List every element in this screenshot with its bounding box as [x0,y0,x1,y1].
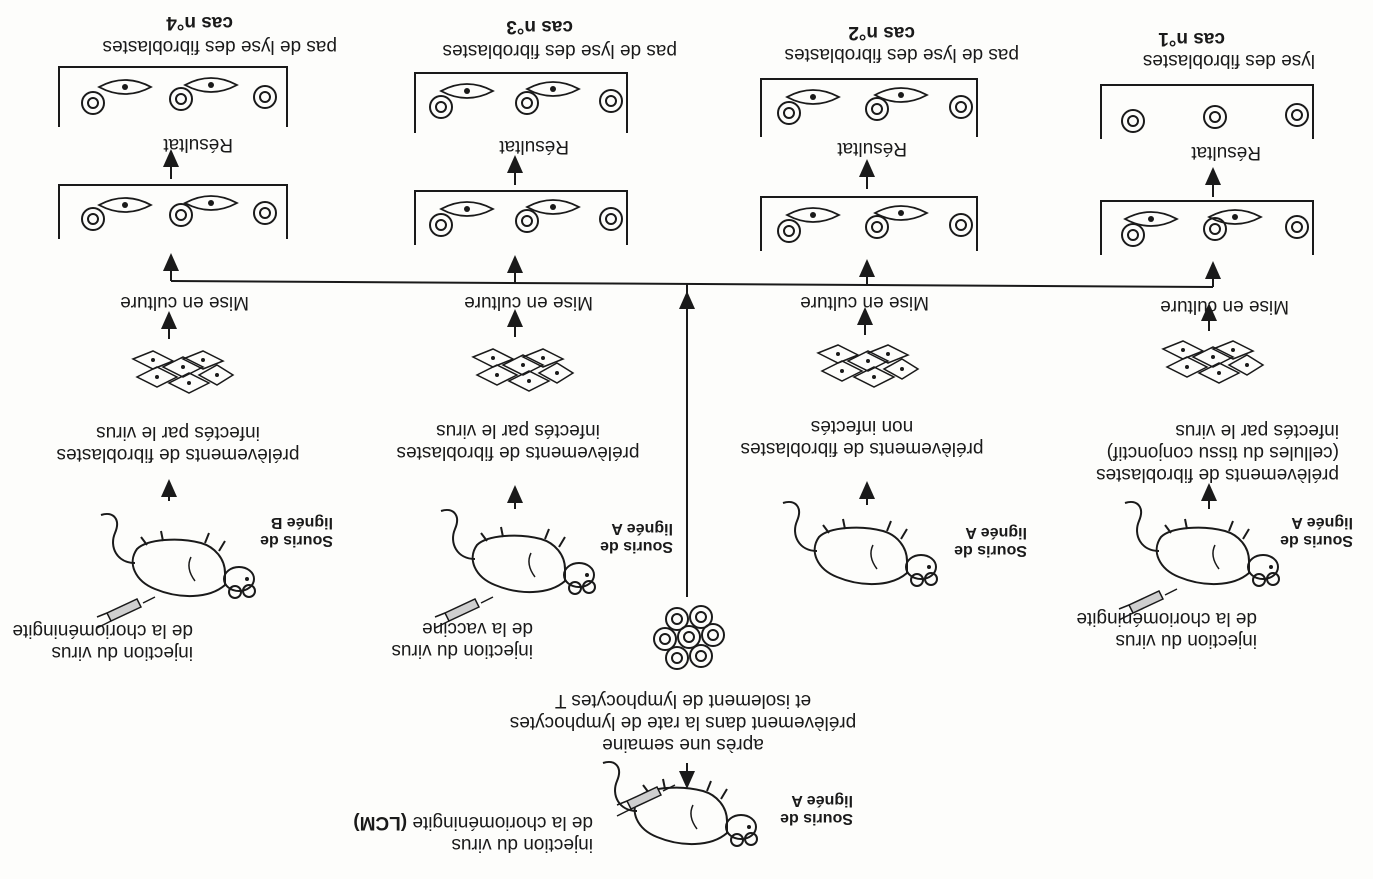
case1-mouse-1: Souris de [1280,531,1353,549]
case3-sample: prélèvements de fibroblastes infectés pa… [363,419,673,463]
case1-outcome: lyse des fibroblastes [1143,49,1315,71]
central-mouse-label: Souris de lignée A [780,791,853,827]
case4-result: Résultat [163,133,233,155]
case1-injection-2: de la chorioméningite [1076,607,1257,629]
central-mouse-label-1: Souris de [780,809,853,827]
case4-injection: injection du virus de la chorioméningite [12,619,193,663]
case3-sample-2: infectés par le virus [363,419,673,441]
case2-culture: Mise en culture [800,291,929,313]
case1-mouse-2: lignée A [1280,513,1353,531]
case4-injection-2: de la chorioméningite [12,619,193,641]
central-after-week: après une semaine [473,733,893,755]
central-injection-lcm: (LCM) [353,812,407,833]
case4-outcome: pas de lyse des fibroblastes [103,35,337,57]
central-injection-text: injection du virus de la chorioméningite… [353,811,593,855]
case3-culture: Mise en culture [464,291,593,313]
case2-title: cas n°2 [848,21,915,43]
case1-sample-3: infectés par le virus [1096,419,1339,441]
case4-title: cas n°4 [166,11,233,33]
case1-result: Résultat [1191,141,1261,163]
case3-injection-1: injection du virus [391,639,533,661]
case4-sample-2: infectés par le virus [23,421,333,443]
case2-sample: prélèvements de fibroblastes non infecté… [707,415,1017,459]
case2-sample-2: non infectés [707,415,1017,437]
case1-title: cas n°1 [1158,27,1225,49]
case2-sample-1: prélèvements de fibroblastes [707,437,1017,459]
central-injection-line1: injection du virus [353,833,593,855]
case4-mouse-2: lignée B [260,513,333,531]
central-injection-line2: de la chorioméningite (LCM) [353,811,593,833]
case1-culture: Mise en culture [1160,295,1289,317]
central-sampling-text: après une semaine prélèvement dans la ra… [473,689,893,755]
case3-injection: injection du virus de la vaccine [391,617,533,661]
case1-mouse-label: Souris de lignée A [1280,513,1353,549]
case3-mouse-1: Souris de [600,537,673,555]
case3-sample-1: prélèvements de fibroblastes [363,441,673,463]
lymphocytes-icon [654,606,724,669]
case3-outcome: pas de lyse des fibroblastes [443,39,677,61]
case1-sample: prélèvements de fibroblastes (cellules d… [1096,419,1339,485]
case2-result: Résultat [837,137,907,159]
case1-sample-2: (cellules du tissu conjonctif) [1096,441,1339,463]
case1-sample-1: prélèvements de fibroblastes [1096,463,1339,485]
case2-mouse-label: Souris de lignée A [954,523,1027,559]
case3-title: cas n°3 [506,15,573,37]
case2-mouse-1: Souris de [954,541,1027,559]
case1-injection: injection du virus de la chorioméningite [1076,607,1257,651]
central-mouse [603,762,757,846]
central-injection-virus: de la chorioméningite [407,812,593,833]
case3-mouse-label: Souris de lignée A [600,519,673,555]
case1-injection-1: injection du virus [1076,629,1257,651]
case2-mouse-2: lignée A [954,523,1027,541]
case3-mouse-2: lignée A [600,519,673,537]
central-sampling-1: prélèvement dans la rate de lymphocytes [473,711,893,733]
case4-mouse-label: Souris de lignée B [260,513,333,549]
case3-result: Résultat [499,135,569,157]
case2-outcome: pas de lyse des fibroblastes [785,43,1019,65]
central-mouse-label-2: lignée A [780,791,853,809]
case4-injection-1: injection du virus [12,641,193,663]
central-sampling-2: et isolement de lymphocytes T [473,689,893,711]
case3-injection-2: de la vaccine [391,617,533,639]
case4-mouse-1: Souris de [260,531,333,549]
case4-sample-1: prélèvements de fibroblastes [23,443,333,465]
case4-sample: prélèvements de fibroblastes infectés pa… [23,421,333,465]
case4-culture: Mise en culture [120,291,249,313]
